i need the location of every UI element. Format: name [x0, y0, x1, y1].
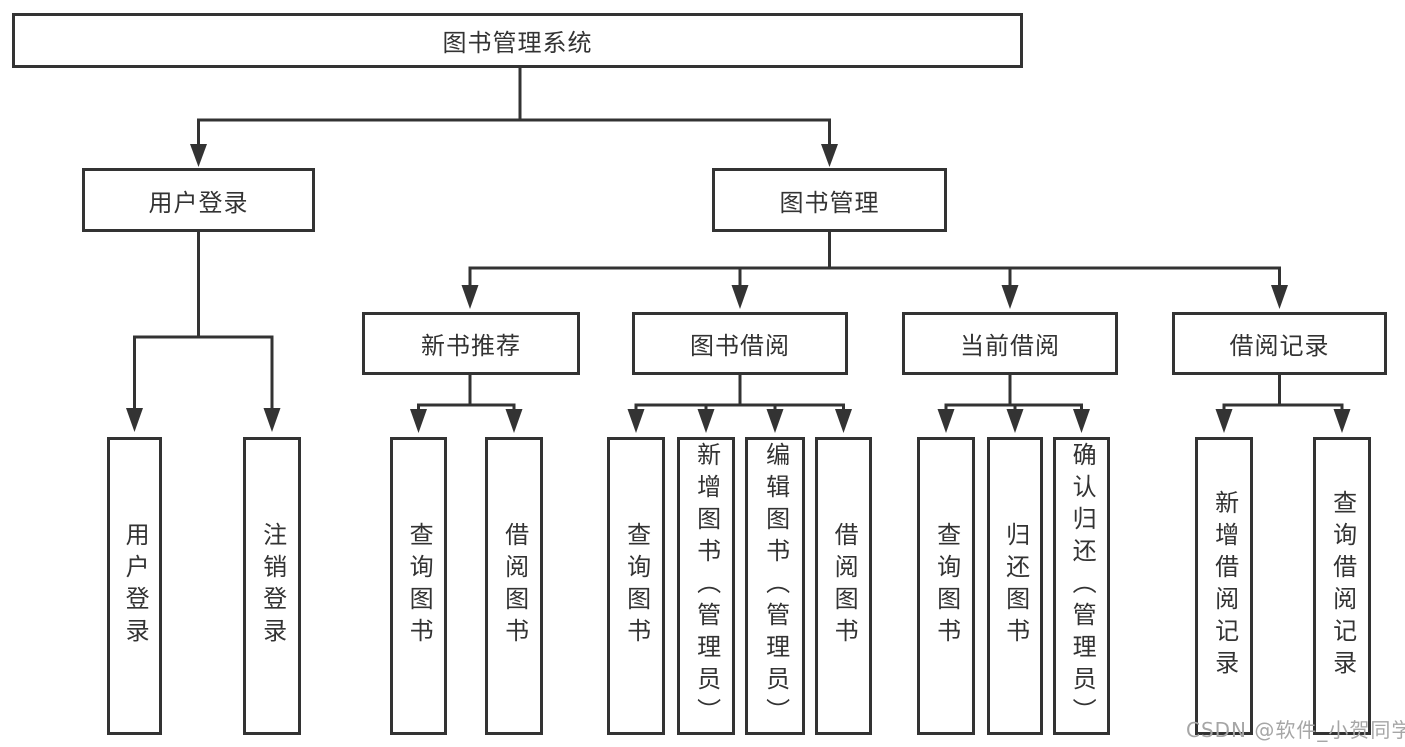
leaf-add-borrow-record: 新增借阅记录: [1195, 437, 1253, 735]
leaf-logout-label: 注销登录: [258, 522, 287, 650]
leaf-confirm-return-admin-label: 确认归还（管理员）: [1068, 442, 1097, 730]
leaf-query-books-current: 查询图书: [917, 437, 975, 735]
leaf-query-books-borrow-label: 查询图书: [622, 522, 651, 650]
leaf-add-borrow-record-label: 新增借阅记录: [1210, 490, 1239, 682]
leaf-logout: 注销登录: [243, 437, 301, 735]
csdn-watermark: CSDN @软件_小贺同学: [1186, 718, 1405, 742]
node-book-borrow: 图书借阅: [632, 312, 848, 375]
node-user-login: 用户登录: [82, 168, 315, 232]
leaf-borrow-books: 借阅图书: [815, 437, 872, 735]
leaf-add-books-admin: 新增图书（管理员）: [677, 437, 735, 735]
leaf-query-books-current-label: 查询图书: [932, 522, 961, 650]
node-new-book-recommend: 新书推荐: [362, 312, 580, 375]
leaf-query-books-borrow: 查询图书: [607, 437, 665, 735]
leaf-user-login-label: 用户登录: [121, 522, 150, 650]
node-book-management: 图书管理: [712, 168, 947, 232]
leaf-query-borrow-record-label: 查询借阅记录: [1328, 490, 1357, 682]
leaf-return-books-label: 归还图书: [1001, 522, 1030, 650]
leaf-add-books-admin-label: 新增图书（管理员）: [692, 442, 721, 730]
leaf-return-books: 归还图书: [987, 437, 1043, 735]
node-library-management-system: 图书管理系统: [12, 13, 1023, 68]
leaf-borrow-books-recommend-label: 借阅图书: [500, 522, 529, 650]
leaf-edit-books-admin-label: 编辑图书（管理员）: [761, 442, 790, 730]
leaf-edit-books-admin: 编辑图书（管理员）: [745, 437, 805, 735]
leaf-confirm-return-admin: 确认归还（管理员）: [1053, 437, 1110, 735]
leaf-query-books-recommend: 查询图书: [390, 437, 447, 735]
leaf-borrow-books-label: 借阅图书: [830, 522, 859, 650]
leaf-query-borrow-record: 查询借阅记录: [1313, 437, 1371, 735]
node-current-borrow: 当前借阅: [902, 312, 1118, 375]
node-borrow-records: 借阅记录: [1172, 312, 1387, 375]
leaf-borrow-books-recommend: 借阅图书: [485, 437, 543, 735]
leaf-query-books-recommend-label: 查询图书: [405, 522, 434, 650]
leaf-user-login: 用户登录: [107, 437, 162, 735]
